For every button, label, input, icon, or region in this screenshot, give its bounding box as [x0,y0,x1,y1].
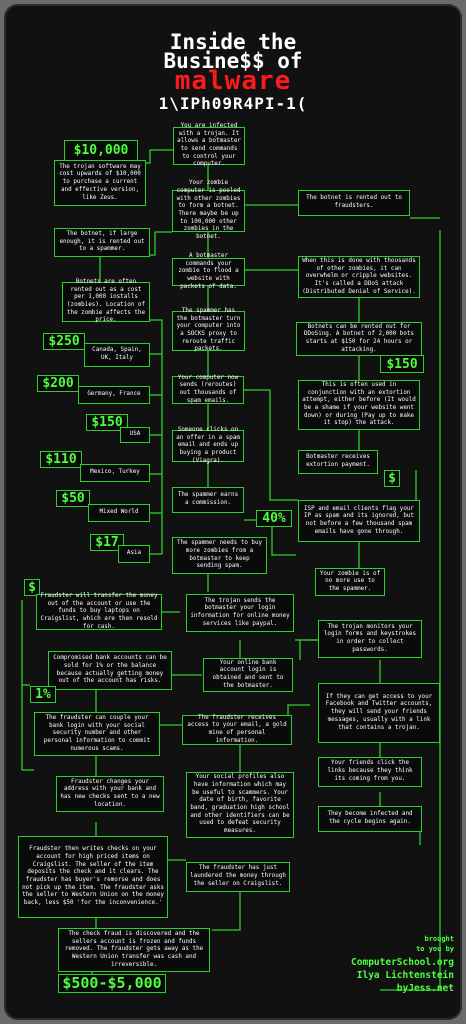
box-zombie-pool: Your zombie computer is pooled with othe… [172,180,245,240]
box-send-spam: Your computer now sends (reroutes) out t… [172,375,244,404]
title-leet-line: 1\IPh09R4PI-1( [158,94,308,113]
box-compromised-sold: Compromised bank accounts can be sold fo… [48,651,172,690]
money-fraud: $ [24,579,40,596]
money-150-usa: $150 [86,414,128,431]
credit-to-you-by: to you by [416,945,454,953]
money-range: $500-$5,000 [58,974,166,993]
box-couple-login: The fraudster can couple your bank login… [34,712,160,756]
box-laundered: The fraudster has just laundered the mon… [186,862,290,892]
money-40pct: 40% [256,510,292,527]
box-botnet-rent-cost: Botnets are often rented out as a cost p… [62,279,150,323]
box-monitors: The trojan monitors your login forms and… [318,620,422,658]
money-200: $200 [37,375,79,392]
box-infected: You are infected with a trojan. It allow… [173,123,245,167]
box-friends-click: Your friends click the links because the… [318,757,422,787]
box-facebook-access: If they can get access to your Facebook … [318,683,440,743]
price-mixed: Mixed World [88,504,150,522]
box-rented-spammer: The botnet, if large enough, it is rente… [54,228,150,257]
money-150-ddos: $150 [380,355,424,373]
box-ddos-command: A botmaster commands your zombie to floo… [172,253,245,290]
box-buy-more: The spammer needs to buy more zombies fr… [172,537,267,574]
box-check-fraud: The check fraud is discovered and the se… [58,928,210,972]
price-usa: USA [120,427,150,443]
money-extortion: $ [384,470,400,487]
box-isp-flag: ISP and email clients flag your IP as sp… [298,500,420,542]
credit-by: byJess.net [396,983,454,994]
box-commission: The spammer earns a commission. [172,487,244,513]
box-email-access: The fraudster receives access to your em… [182,715,292,745]
price-mexico: Mexico, Turkey [80,464,150,482]
box-ddos-define: When this is done with thousands of othe… [298,256,420,298]
money-1pct: 1% [30,686,56,703]
box-socks-proxy: The spammer has the botmaster turn your … [172,308,245,352]
price-germany: Germany, France [78,386,150,404]
credit-site: ComputerSchool.org [351,957,454,968]
box-writes-checks: Fraudster then writes checks on your acc… [18,836,168,918]
money-10000: $10,000 [64,140,138,161]
box-trojan-cost: The trojan software may cost upwards of … [54,160,146,206]
box-ddos-rent: Botnets can be rented out for DDoSing. A… [296,322,422,356]
credit-author: Ilya Lichtenstein [356,970,454,981]
title-malware: malware [174,66,292,96]
box-social-profiles: Your social profiles also have informati… [186,772,294,838]
price-asia: Asia [118,545,150,563]
box-cycle-again: They become infected and the cycle begin… [318,806,422,832]
title-line-2: Busine$$ of [163,49,303,73]
box-change-address: Fraudster changes your address with your… [56,776,164,812]
box-transfer-money: Fraudster will transfer the money out of… [36,593,162,630]
money-17: $17 [90,534,124,551]
box-click-offer: Someone clicks on an offer in a spam ema… [172,427,244,464]
money-110: $110 [40,451,82,468]
money-250: $250 [43,333,85,350]
money-50: $50 [56,490,90,507]
box-no-more-use: Your zombie is of no more use to the spa… [315,568,385,596]
box-bank-login: Your online bank account login is obtain… [203,658,293,692]
box-trojan-sends: The trojan sends the botmaster your logi… [186,594,294,632]
box-rented-fraudsters: The botnet is rented out to fraudsters. [298,190,410,216]
price-canada: Canada, Spain, UK, Italy [84,343,150,367]
box-receives-payment: Botmaster receives extortion payment. [298,450,378,474]
box-extortion: This is often used in conjunction with a… [298,380,420,430]
credit-brought: brought [424,935,454,943]
title-line-1: Inside the [169,30,297,54]
